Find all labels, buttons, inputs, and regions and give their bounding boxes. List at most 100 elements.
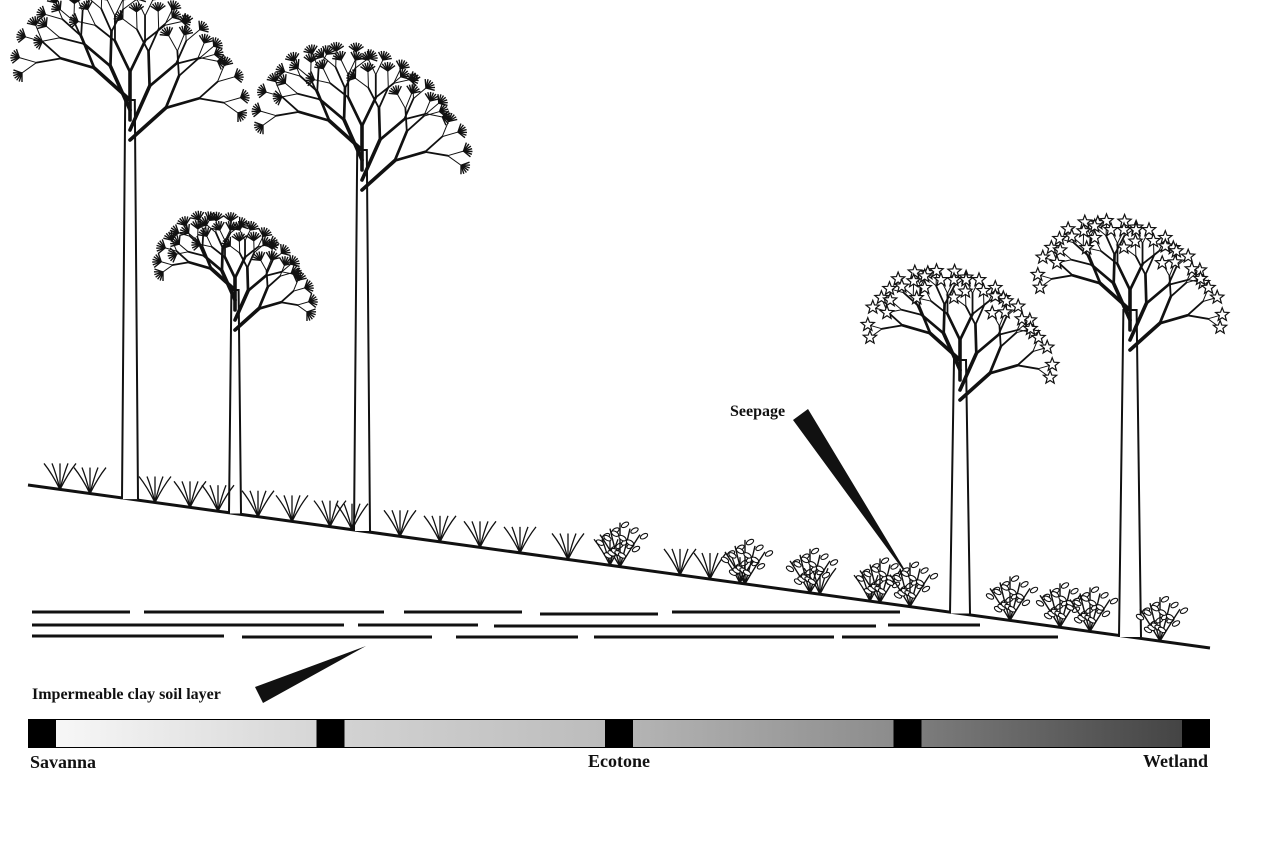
savanna-label: Savanna [30,752,96,772]
shrub-leaf [810,547,819,555]
grass-blade [336,504,352,530]
tree-branch [207,236,212,247]
tree-branch [115,41,130,72]
grass-blade [552,533,568,559]
tree-branch [425,152,447,156]
grass-tuft [504,527,536,553]
tree-branch [150,64,176,86]
grass-blade [44,463,60,489]
tree-branch [145,0,153,16]
tree-branch [199,98,224,102]
pine-needle [207,216,208,225]
tree-branch [1187,301,1202,315]
shrub-leaf [755,544,764,552]
tree-branch [395,152,425,161]
tree-branch [281,291,293,302]
tree-branch [936,286,944,305]
grass-tuft [314,501,346,527]
grass-tuft [276,495,308,521]
shrub-leaf [880,557,889,565]
grass-blade [464,521,480,547]
tree-branch [177,51,178,76]
tree-branch [101,0,102,9]
tree-trunk [354,150,370,531]
shrub [785,547,838,593]
tree-branch [45,14,62,19]
grass-blade [292,495,308,521]
tree-branch [1117,264,1130,290]
leaf-star [1213,321,1226,334]
tree-branch [22,63,37,73]
tree-branch [293,288,304,291]
pine-needle [327,53,336,54]
tree-branch [355,78,368,88]
tree-branch [448,151,464,156]
tree-branch [323,69,330,84]
pine-needle [298,59,299,68]
tree-branch [78,21,95,25]
tree-branch [999,326,1000,347]
tree-branch [123,0,124,10]
grass-blade [680,549,696,575]
shrub-leaf [1179,607,1188,615]
shrub-leaf [1090,586,1099,594]
shrub [1135,595,1188,641]
tree-branch [284,72,300,77]
shrub [985,575,1038,621]
tree-branch [101,9,111,32]
grass-tuft [664,549,696,575]
tree-branch [1017,351,1032,365]
tree-branch [947,314,960,340]
tree-branch [169,36,178,52]
tree-branch [362,97,376,126]
tree-branch [166,98,199,108]
grass-tuft [384,510,416,536]
shrub-leaf [910,561,919,569]
shrub-leaf [639,532,648,540]
grass-blade [480,521,496,547]
tree-branch [123,19,137,30]
grass-blade [664,549,680,575]
pine-needle [323,48,324,57]
shrub-leaf [1170,601,1179,609]
tree-branch [276,112,298,116]
tree-branch [43,42,62,59]
tree-branch [344,120,362,160]
shrub [595,521,648,567]
tree-branch [1114,255,1115,284]
shrub-leaf [1029,586,1038,594]
tree-branch [297,305,307,312]
leaf-star [861,318,874,331]
grass-blade [60,463,76,489]
tree-branch [379,108,380,140]
tree-branch [261,111,277,116]
tree-branch [976,335,998,354]
clay-layer-lines [32,612,1058,637]
pine-needle [60,1,61,10]
tree-branch [344,88,345,120]
shrub-leaf [617,552,626,560]
tree-branch [199,82,218,99]
shrub-leaf [877,587,886,595]
gradient-segment [922,720,1183,747]
tree-branch [882,325,902,328]
shrub [720,538,773,584]
grass-blade [520,527,536,553]
tree-branch [225,257,235,278]
leaf-star [1043,371,1056,384]
tree-branch [173,262,189,265]
grass-blade [242,491,258,517]
pine-needle [179,235,180,244]
leaf-star [1216,308,1229,321]
grass-blade [90,468,106,494]
leaf-star [1046,358,1059,371]
broadleaf-tree [1031,214,1229,637]
tree-branch [267,271,268,288]
grass-blade [258,491,274,517]
pine-needle [46,17,47,26]
shrub-leaf [764,550,773,558]
tree-branch [944,333,960,370]
tree-branch [263,116,276,126]
grass-blade [440,516,456,542]
tree-branch [222,248,223,271]
